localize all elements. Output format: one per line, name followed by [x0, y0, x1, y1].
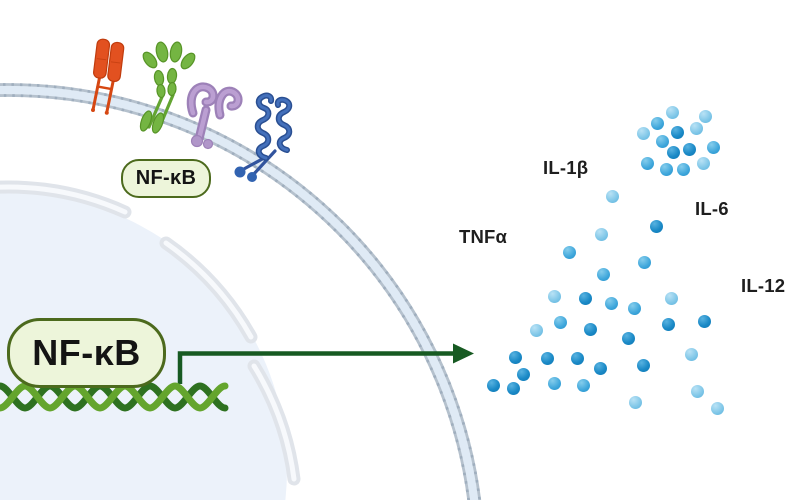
dna-helix — [0, 382, 229, 412]
cytokine-dot — [661, 317, 675, 331]
label-il-6: IL-6 — [695, 198, 729, 219]
cytokine-dot — [684, 347, 698, 361]
cytokine-dot — [636, 358, 650, 372]
cytokine-dot — [676, 162, 690, 176]
nfkb-nucleus-label-pill: NF-κB — [7, 318, 166, 388]
cytokine-dot — [553, 315, 567, 329]
cytokine-dot — [627, 301, 641, 315]
label-il-1-beta: IL-1β — [543, 157, 589, 178]
cytokine-dot — [529, 323, 543, 337]
cytokine-dot — [650, 116, 664, 130]
cytokine-dot — [583, 322, 597, 336]
cytokine-dot — [578, 291, 592, 305]
cytokine-dot — [698, 109, 712, 123]
cytokine-dot — [596, 267, 610, 281]
cytokine-dot — [666, 145, 680, 159]
cytokine-dot — [562, 245, 576, 259]
cytokine-dot — [547, 376, 561, 390]
cytokine-dot — [605, 189, 619, 203]
cytokine-dot — [508, 350, 522, 364]
cytokine-dot — [670, 125, 684, 139]
cytokine-dot — [594, 227, 608, 241]
cytokine-dot — [640, 156, 654, 170]
cytokine-dot — [576, 378, 590, 392]
receptor-blue-icon — [234, 92, 293, 182]
cytokine-dot — [506, 381, 520, 395]
cytokine-dot — [682, 142, 696, 156]
cytokine-dot — [659, 162, 673, 176]
cytokine-dot — [649, 219, 663, 233]
cell-membrane — [0, 83, 482, 500]
transcription-arrow — [177, 343, 474, 384]
cytokine-dot — [621, 331, 635, 345]
cytokine-dot — [540, 351, 554, 365]
nuclear-envelope — [0, 180, 301, 486]
cytokine-dot — [570, 351, 584, 365]
cytokine-dot — [696, 156, 710, 170]
cytokine-dot — [637, 255, 651, 269]
cytokine-dot — [604, 296, 618, 310]
label-tnf-alpha: TNFα — [459, 226, 508, 247]
label-il-12: IL-12 — [741, 275, 786, 296]
cytokine-dot — [710, 401, 724, 415]
receptor-green-icon — [139, 41, 196, 134]
cytokine-dot — [636, 126, 650, 140]
nfkb-label: NF-κB — [32, 332, 141, 373]
cytokine-dot — [486, 378, 500, 392]
cytokine-dot — [690, 384, 704, 398]
receptor-orange-icon — [90, 38, 125, 115]
cytokine-dot — [628, 395, 642, 409]
cytokine-dot — [664, 291, 678, 305]
cytokine-dot — [706, 140, 720, 154]
cytokine-dot — [516, 367, 530, 381]
cytokine-dot — [689, 121, 703, 135]
nfkb-membrane-label-pill: NF-κB — [121, 159, 211, 198]
nfkb-label: NF-κB — [135, 167, 197, 189]
cytokine-dot — [655, 134, 669, 148]
cytokine-dot — [547, 289, 561, 303]
cytokine-dot — [593, 361, 607, 375]
cytokine-dot — [697, 314, 711, 328]
cytokine-dot — [665, 105, 679, 119]
receptor-purple-icon — [186, 82, 243, 150]
